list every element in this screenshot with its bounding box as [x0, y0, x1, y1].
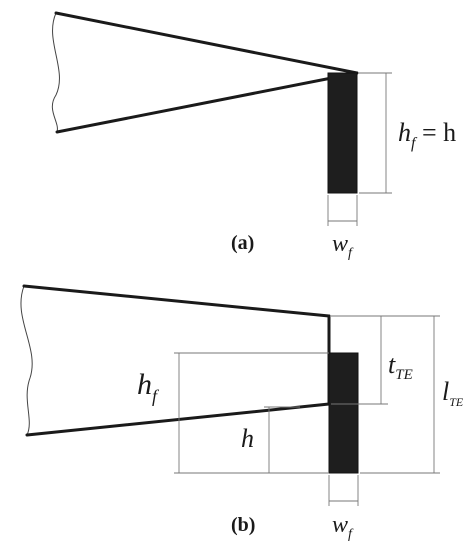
panel-b-hf-label: hf	[137, 368, 160, 406]
panel-b-lower-surface	[25, 402, 331, 437]
panel-b-width-label: wf	[332, 512, 354, 542]
panel-a-upper-surface	[54, 11, 359, 75]
panel-b-caption: (b)	[231, 514, 255, 536]
panel-a-caption: (a)	[231, 232, 254, 254]
panel-a: hf = h wf (a)	[51, 11, 456, 261]
panel-b-upper-surface	[22, 284, 331, 318]
panel-a-height-label: hf = h	[398, 118, 456, 152]
panel-a-width-label: wf	[332, 231, 354, 261]
panel-b-lte-label: lTE	[442, 377, 464, 409]
panel-a-break-line	[51, 12, 60, 133]
panel-a-lower-surface	[55, 71, 359, 134]
panel-a-flap	[327, 72, 358, 194]
panel-b-flap	[328, 352, 359, 474]
panel-b: hf h tTE lTE wf (b)	[20, 284, 464, 542]
panel-b-h-label: h	[241, 424, 254, 453]
panel-b-tte-label: tTE	[388, 350, 413, 383]
panel-b-break-line	[20, 285, 33, 436]
